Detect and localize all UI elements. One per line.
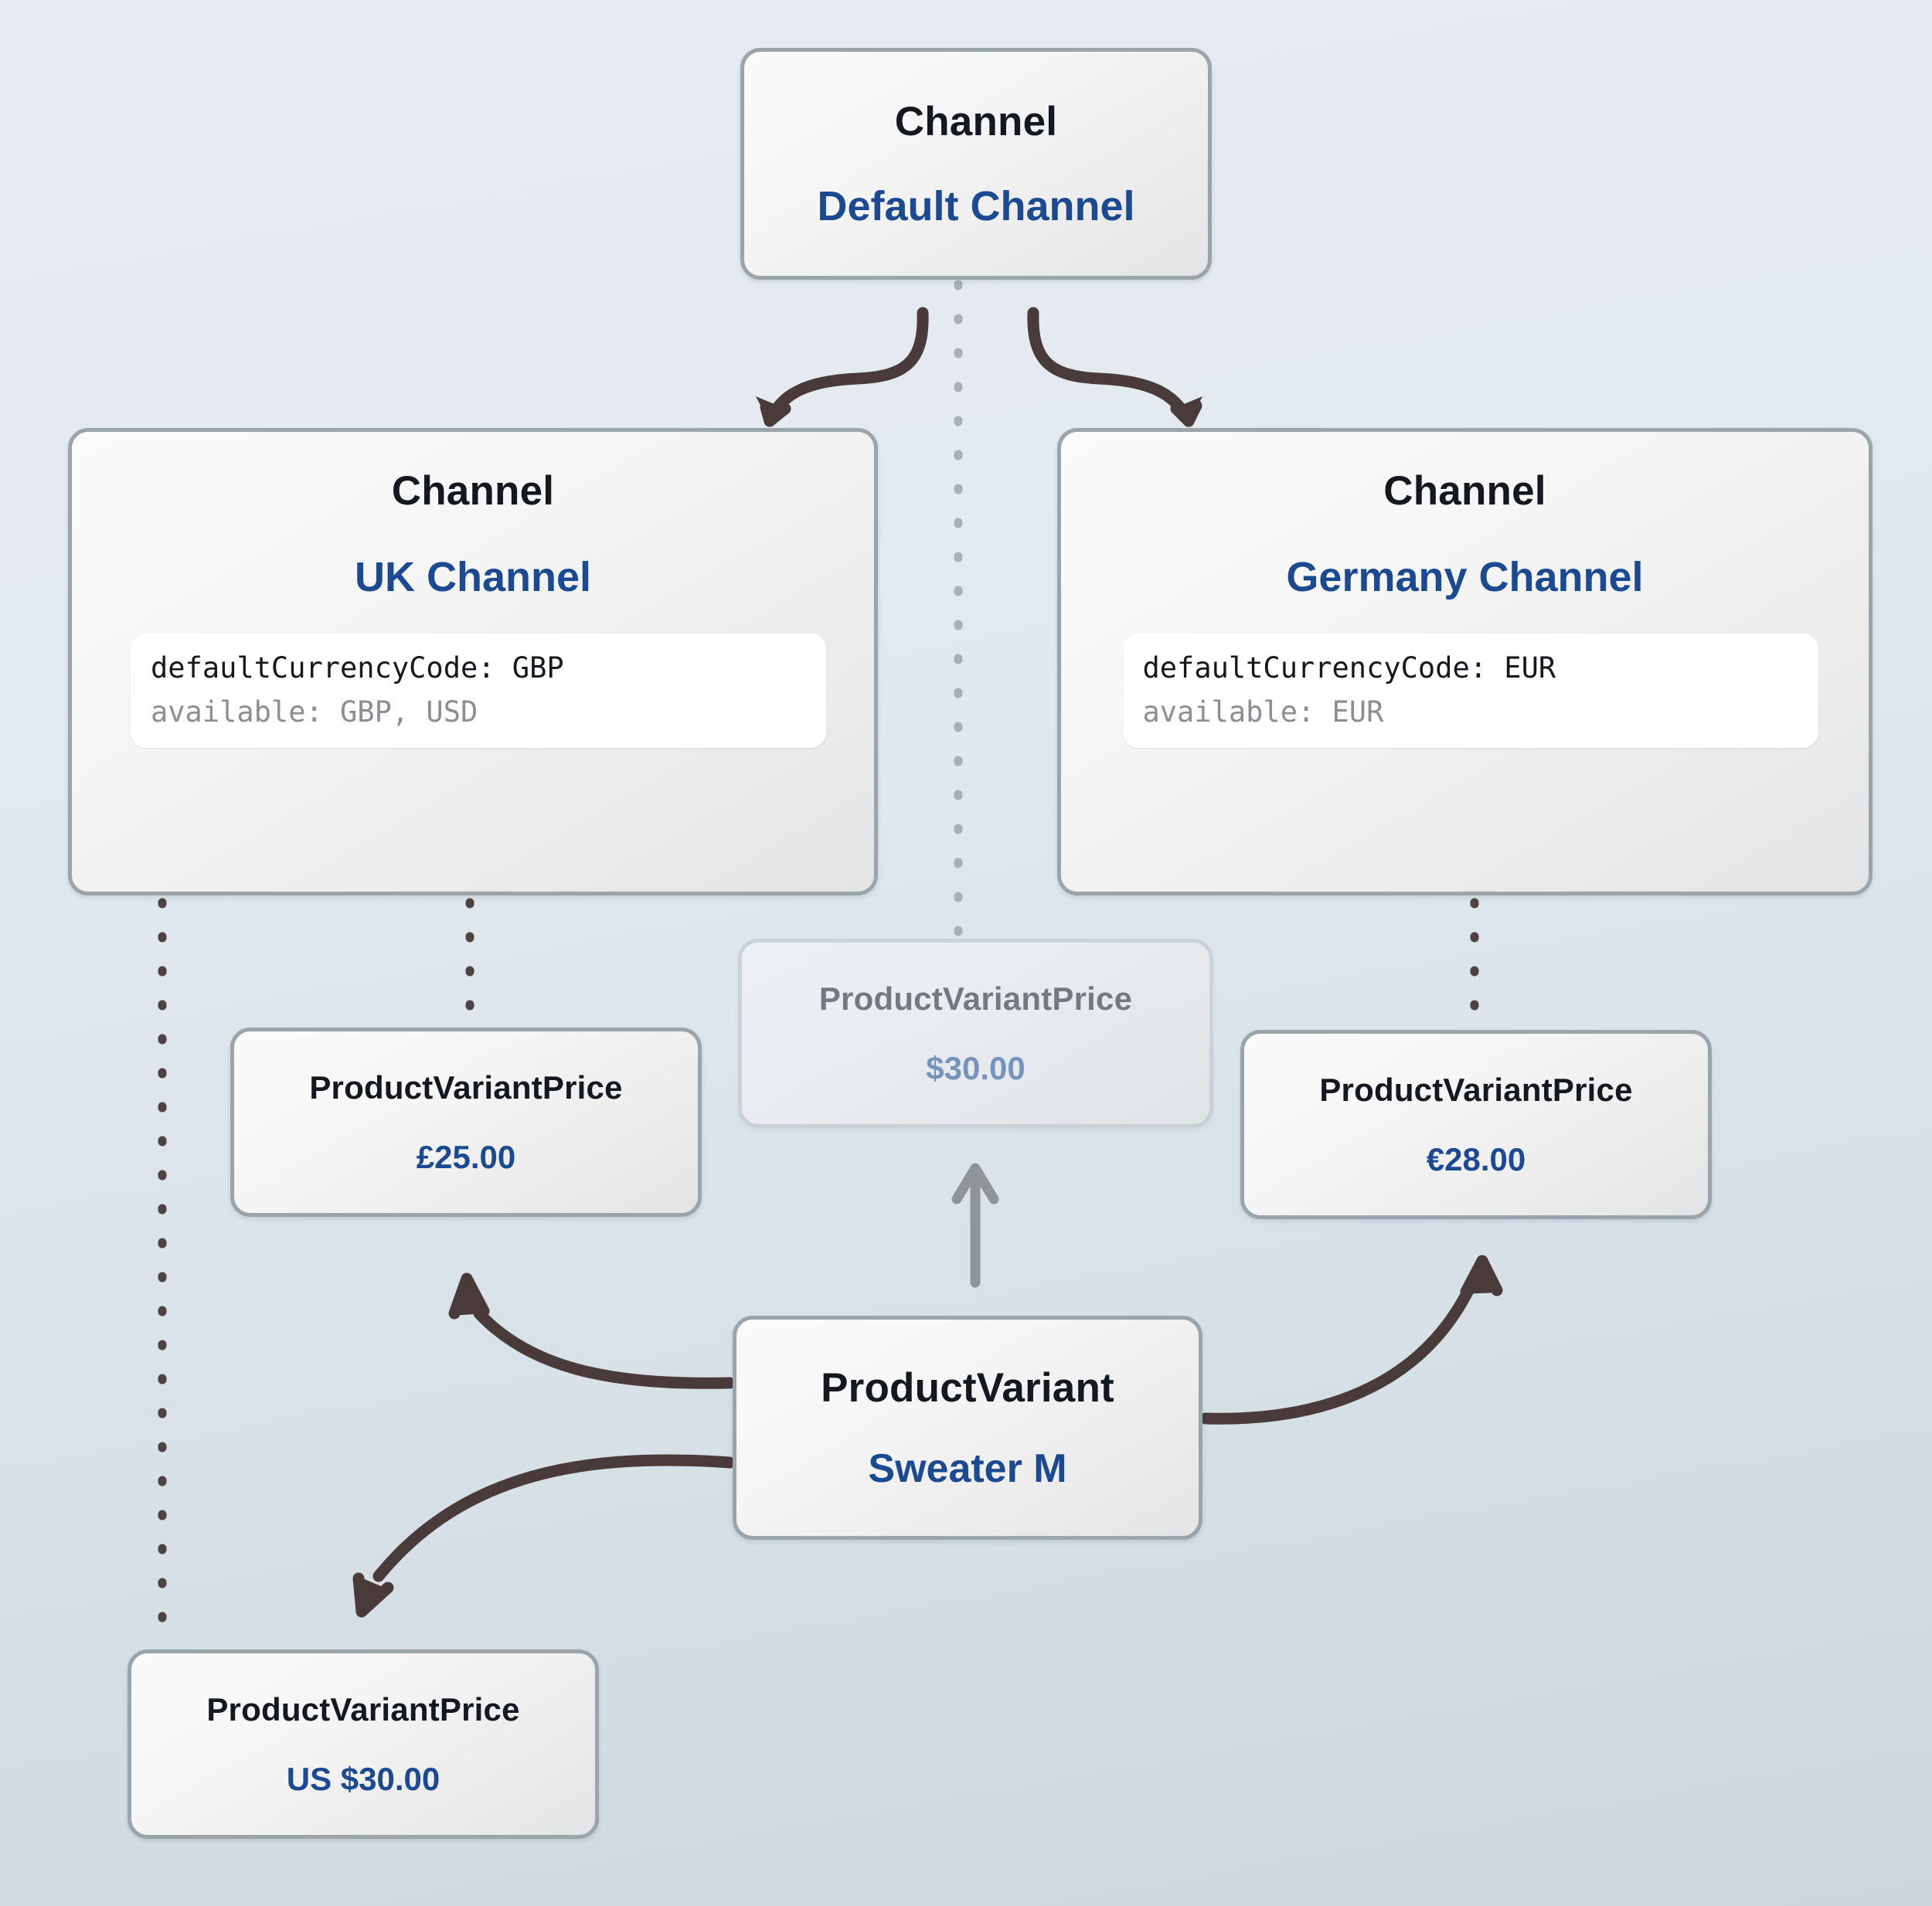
attribute-available-currencies: available: EUR (1142, 695, 1384, 729)
node-type-label: Channel (894, 98, 1058, 144)
node-name-label: Sweater M (868, 1446, 1067, 1491)
node-type-label: ProductVariantPrice (206, 1690, 520, 1728)
channel-attributes-box: defaultCurrencyCode: GBP available: GBP,… (131, 634, 826, 749)
attribute-default-currency-code: defaultCurrencyCode: GBP (151, 651, 564, 685)
node-type-label: Channel (1383, 468, 1546, 514)
attribute-available-currencies: available: GBP, USD (151, 695, 478, 729)
channel-attributes-box: defaultCurrencyCode: EUR available: EUR (1122, 634, 1818, 749)
node-name-label: Default Channel (817, 182, 1135, 229)
connector-default-to-germany (1027, 307, 1202, 427)
connector-default-to-uk (756, 307, 929, 427)
node-uk-channel[interactable]: Channel UK Channel defaultCurrencyCode: … (68, 428, 878, 895)
node-price-value: US $30.00 (286, 1760, 440, 1797)
node-type-label: ProductVariantPrice (309, 1069, 623, 1106)
node-name-label: Germany Channel (1286, 554, 1644, 600)
node-type-label: ProductVariantPrice (818, 980, 1133, 1017)
node-price-gbp[interactable]: ProductVariantPrice £25.00 (230, 1028, 702, 1217)
attribute-default-currency-code: defaultCurrencyCode: EUR (1142, 651, 1556, 685)
connector-variant-to-us30-price (352, 1454, 736, 1618)
node-price-usd-faded[interactable]: ProductVariantPrice $30.00 (738, 939, 1213, 1128)
node-price-eur[interactable]: ProductVariantPrice €28.00 (1240, 1030, 1712, 1219)
node-price-value: €28.00 (1426, 1140, 1526, 1177)
node-type-label: ProductVariantPrice (1319, 1071, 1633, 1108)
connector-variant-to-usd-price (951, 1163, 999, 1288)
node-name-label: UK Channel (354, 554, 592, 600)
node-price-us30[interactable]: ProductVariantPrice US $30.00 (128, 1649, 599, 1839)
connector-variant-to-gbp-price (448, 1272, 736, 1389)
node-price-value: $30.00 (926, 1049, 1026, 1086)
node-germany-channel[interactable]: Channel Germany Channel defaultCurrencyC… (1057, 428, 1872, 895)
node-type-label: Channel (391, 468, 555, 514)
node-price-value: £25.00 (416, 1138, 516, 1175)
node-product-variant[interactable]: ProductVariant Sweater M (733, 1316, 1202, 1540)
connector-variant-to-eur-price (1199, 1255, 1503, 1425)
node-type-label: ProductVariant (821, 1364, 1114, 1411)
node-default-channel[interactable]: Channel Default Channel (740, 48, 1212, 280)
